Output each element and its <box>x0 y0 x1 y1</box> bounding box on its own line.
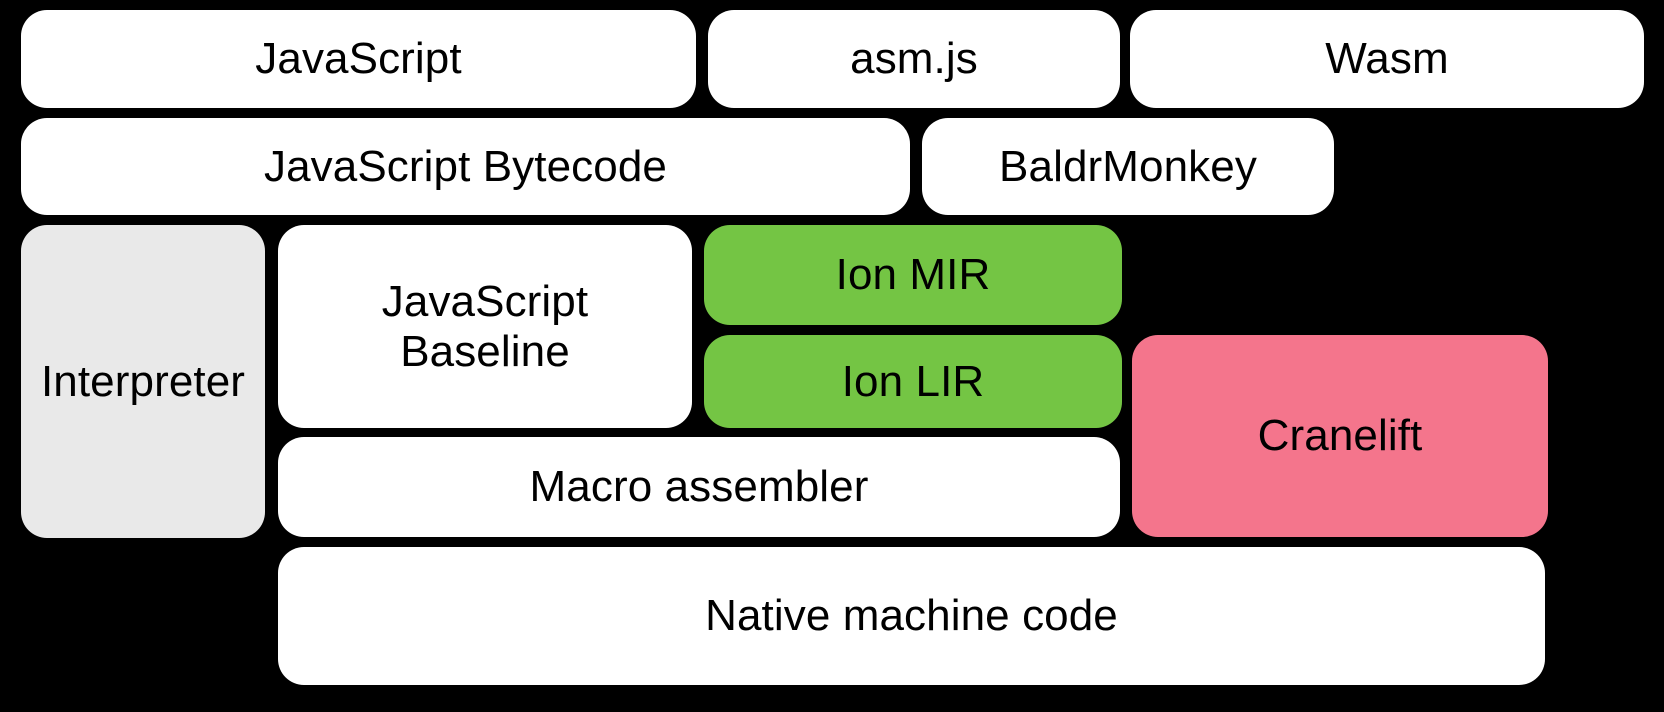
node-interpreter[interactable]: Interpreter <box>21 225 265 538</box>
node-baldrmonkey[interactable]: BaldrMonkey <box>922 118 1334 215</box>
node-ion-lir[interactable]: Ion LIR <box>704 335 1122 428</box>
node-asm-js[interactable]: asm.js <box>708 10 1120 108</box>
node-cranelift[interactable]: Cranelift <box>1132 335 1548 537</box>
node-javascript-bytecode[interactable]: JavaScript Bytecode <box>21 118 910 215</box>
node-javascript[interactable]: JavaScript <box>21 10 696 108</box>
node-ion-mir[interactable]: Ion MIR <box>704 225 1122 325</box>
node-wasm[interactable]: Wasm <box>1130 10 1644 108</box>
node-javascript-baseline[interactable]: JavaScript Baseline <box>278 225 692 428</box>
node-native-machine-code[interactable]: Native machine code <box>278 547 1545 685</box>
node-macro-assembler[interactable]: Macro assembler <box>278 437 1120 537</box>
